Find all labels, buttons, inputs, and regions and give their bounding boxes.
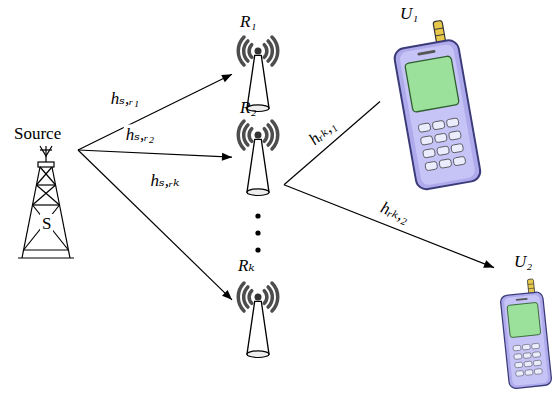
relay-label: R₂ [240, 98, 256, 117]
relay-antenna [238, 121, 277, 195]
relay-node: R₂ [232, 98, 284, 200]
user-node: U₁ [380, 4, 465, 199]
relay-node: R₁ [232, 12, 284, 114]
link-line [78, 150, 232, 300]
arrow-head [222, 290, 232, 300]
source-node: SourceS [12, 122, 78, 260]
arrow-head [222, 153, 232, 161]
tower-letter: S [40, 214, 53, 233]
user-node: U₂ [494, 252, 554, 394]
channel-label: hₛ,ᵣ₂ [124, 125, 157, 144]
channel-label: hᵣₖ,₁ [303, 114, 340, 150]
ellipsis-dots [255, 213, 260, 252]
user-label: U₁ [400, 4, 418, 23]
link-line [78, 74, 232, 150]
link-line [284, 102, 380, 185]
relay-label: R₁ [240, 12, 256, 31]
link-line [284, 185, 494, 268]
arrow-head [221, 74, 232, 82]
channel-label: hₛ,ᵣ₁ [109, 89, 142, 108]
phone-icon [499, 278, 552, 389]
channel-label: hₛ,ᵣₖ [149, 171, 182, 190]
phone-icon [389, 18, 481, 191]
source-label: Source [14, 124, 61, 143]
channel-label: hᵣₖ,₂ [376, 197, 414, 227]
user-label: U₂ [514, 252, 532, 271]
relay-node: Rₖ [232, 256, 284, 358]
relay-antenna [238, 283, 277, 357]
link-line [78, 150, 232, 157]
tower-symbol [18, 146, 74, 258]
arrow-head [483, 260, 494, 267]
relay-label: Rₖ [238, 256, 255, 275]
